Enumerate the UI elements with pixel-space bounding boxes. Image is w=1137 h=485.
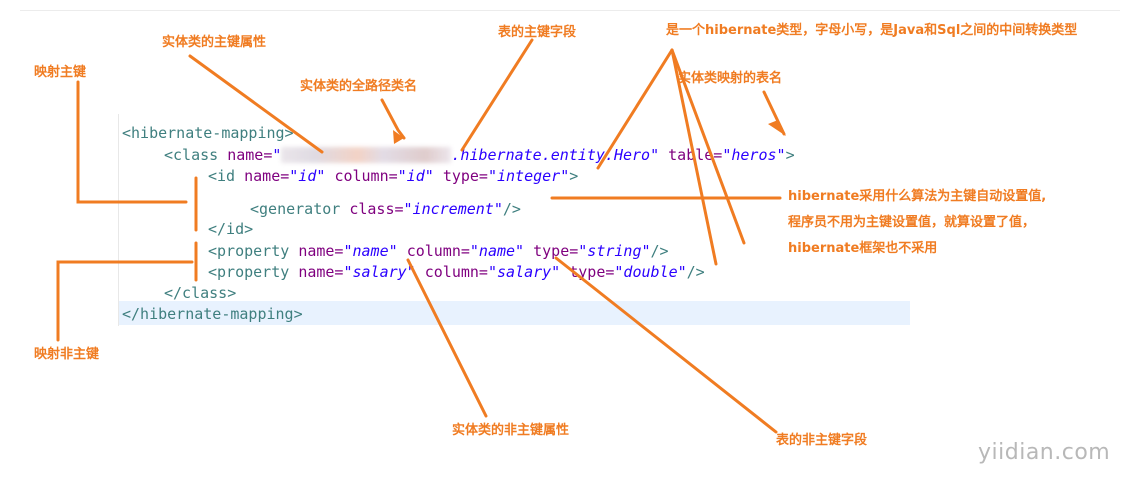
code-line-7: <property name="salary" column="salary" …	[208, 262, 705, 282]
current-line-highlight	[118, 301, 910, 325]
property-name-column-attr: column=	[406, 242, 470, 260]
class-close-tag: </class>	[164, 284, 237, 302]
arrow-table-non-pk-field	[554, 256, 778, 434]
code-editor	[118, 114, 910, 326]
id-column-value: "id"	[397, 167, 434, 185]
arrow-full-class	[380, 98, 406, 140]
id-open-tag-close: >	[569, 167, 579, 185]
watermark-text: yiidian.com	[978, 440, 1111, 465]
annotation-table-pk-field: 表的主键字段	[498, 25, 577, 40]
code-line-3: <id name="id" column="id" type="integer"…	[208, 166, 578, 186]
generator-class-value: "increment"	[403, 200, 503, 218]
property-salary-type-value: "double"	[614, 263, 687, 281]
property-salary-column-attr: column=	[424, 263, 488, 281]
top-divider	[20, 10, 1120, 11]
class-name-attr: name=	[227, 146, 273, 164]
id-column-attr: column=	[334, 167, 398, 185]
id-name-value: "id"	[289, 167, 326, 185]
annotation-entity-pk-property: 实体类的主键属性	[162, 35, 267, 50]
editor-gutter	[118, 114, 119, 326]
hibernate-mapping-close-tag: </hibernate-mapping>	[122, 305, 303, 323]
annotation-generator-note-3: hibernate框架也不采用	[788, 241, 938, 256]
property-salary-column-value: "salary"	[487, 263, 561, 281]
id-name-attr: name=	[244, 167, 290, 185]
annotation-entity-non-pk-property: 实体类的非主键属性	[452, 423, 570, 438]
property-salary-open-tag: <property	[208, 263, 290, 281]
code-line-9: </hibernate-mapping>	[122, 304, 303, 324]
redacted-package-path	[281, 147, 452, 163]
property-salary-attr: name=	[298, 263, 344, 281]
arrow-table-pk-field	[460, 38, 534, 152]
id-type-value: "integer"	[487, 167, 570, 185]
property-name-close: />	[650, 242, 669, 260]
bracket-map-pk	[76, 80, 188, 204]
property-name-open-tag: <property	[208, 242, 290, 260]
hibernate-mapping-open-tag: <hibernate-mapping>	[122, 124, 294, 142]
property-name-attr: name=	[298, 242, 344, 260]
annotation-map-pk: 映射主键	[34, 65, 87, 80]
property-name-type-attr: type=	[533, 242, 579, 260]
arrowhead-full-class	[393, 130, 404, 144]
annotation-map-non-pk: 映射非主键	[34, 347, 100, 362]
arrow-type-integer	[596, 48, 674, 170]
class-open-tag: <class	[164, 146, 219, 164]
arrow-type-double	[670, 48, 718, 266]
property-name-type-value: "string"	[578, 242, 651, 260]
id-open-tag: <id	[208, 167, 236, 185]
property-name-value: "name"	[343, 242, 398, 260]
property-salary-close: />	[686, 263, 705, 281]
generator-class-attr: class=	[349, 200, 404, 218]
class-name-value: .hibernate.entity.Hero"	[451, 146, 660, 164]
annotation-generator-note-1: hibernate采用什么算法为主键自动设置值,	[788, 189, 1047, 204]
code-line-4: <generator class="increment"/>	[250, 199, 521, 219]
code-line-6: <property name="name" column="name" type…	[208, 241, 669, 261]
code-line-2: <class name=".hibernate.entity.Hero" tab…	[164, 146, 795, 164]
annotation-entity-full-class: 实体类的全路径类名	[300, 79, 418, 94]
class-table-value: "heros"	[722, 146, 786, 164]
arrow-type-string	[670, 48, 746, 245]
arrow-entity-pk-property	[188, 54, 324, 154]
annotation-hibernate-type: 是一个hibernate类型，字母小写，是Java和Sql之间的中间转换类型	[666, 23, 1078, 38]
code-line-5: </id>	[208, 219, 253, 239]
class-open-tag-close: >	[785, 146, 795, 164]
generator-open-tag: <generator	[250, 200, 341, 218]
code-line-1: <hibernate-mapping>	[122, 123, 294, 143]
annotation-generator-note-2: 程序员不用为主键设置值，就算设置了值，	[788, 215, 1036, 230]
generator-close: />	[502, 200, 521, 218]
annotation-entity-table-name: 实体类映射的表名	[678, 71, 783, 86]
annotation-table-non-pk-field: 表的非主键字段	[776, 433, 868, 448]
arrowhead-table-name	[768, 120, 786, 136]
id-type-attr: type=	[442, 167, 488, 185]
bracket-map-non-pk	[56, 260, 194, 342]
property-name-column-value: "name"	[469, 242, 525, 260]
property-salary-value: "salary"	[343, 263, 416, 281]
id-close-tag: </id>	[208, 220, 254, 238]
arrow-entity-non-pk-property	[406, 258, 488, 418]
code-line-8: </class>	[164, 283, 236, 303]
